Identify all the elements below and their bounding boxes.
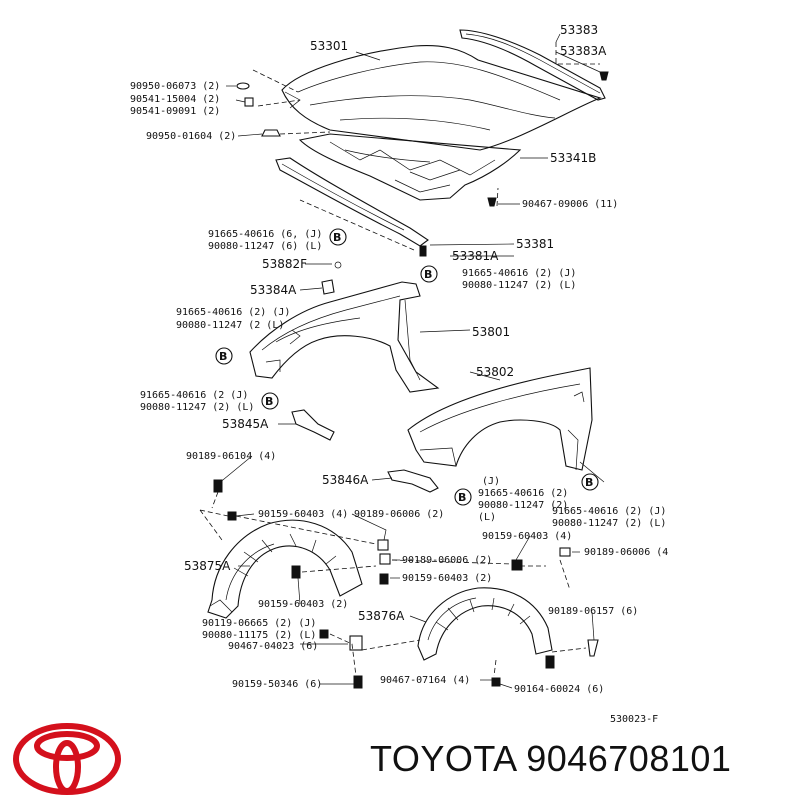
label-bracket-a: 53845A <box>222 417 269 431</box>
fastener-labels: 90950-06073 (2) 90541-15004 (2) 90541-09… <box>130 81 668 725</box>
toyota-logo-mark <box>13 723 121 795</box>
svg-text:91665-40616 (2) (J): 91665-40616 (2) (J) <box>462 268 576 279</box>
svg-text:B: B <box>333 231 341 244</box>
svg-text:90189-06006 (4: 90189-06006 (4 <box>584 547 668 558</box>
label-liner-rh: 53876A <box>358 609 405 623</box>
svg-text:B: B <box>265 395 273 408</box>
svg-text:90950-06073 (2): 90950-06073 (2) <box>130 81 220 92</box>
svg-text:90080-11175 (2) (L): 90080-11175 (2) (L) <box>202 630 316 641</box>
label-hood-insulator: 53341B <box>550 151 596 165</box>
fender-brackets-drawing <box>291 261 439 493</box>
part-labels: 53301 53383 53383A 53341B 53381 53381A 5… <box>184 23 607 623</box>
svg-text:B: B <box>458 491 466 504</box>
svg-text:91665-40616 (2) (J): 91665-40616 (2) (J) <box>176 307 290 318</box>
callout-b-4: B <box>261 392 279 410</box>
svg-text:90080-11247 (2) (L): 90080-11247 (2) (L) <box>140 402 254 413</box>
toyota-logo <box>13 723 121 795</box>
label-hood-front-seal-a: 53381A <box>452 249 499 263</box>
label-hood-front-seal: 53381 <box>516 237 554 251</box>
liner-rh-drawing <box>417 587 553 661</box>
svg-text:90467-07164 (4): 90467-07164 (4) <box>380 675 470 686</box>
hood-drawing <box>281 45 602 151</box>
svg-text:90189-06157 (6): 90189-06157 (6) <box>548 606 638 617</box>
callout-b-1: B <box>329 228 347 246</box>
svg-text:90159-60403 (2): 90159-60403 (2) <box>402 573 492 584</box>
dashed-guides <box>199 42 600 677</box>
svg-text:90080-11247 (2 (L): 90080-11247 (2 (L) <box>176 320 284 331</box>
brand-part-number: TOYOTA 9046708101 <box>370 738 732 779</box>
label-bracket-b: 53846A <box>322 473 369 487</box>
svg-text:90080-11247 (6) (L): 90080-11247 (6) (L) <box>208 241 322 252</box>
label-liner-lh: 53875A <box>184 559 231 573</box>
leader-lines <box>217 33 605 689</box>
svg-text:90467-09006 (11): 90467-09006 (11) <box>522 199 618 210</box>
callout-b-6: B <box>581 473 599 491</box>
fender-rh-drawing <box>407 367 593 471</box>
label-fender-lh: 53801 <box>472 325 510 339</box>
svg-text:90541-09091 (2): 90541-09091 (2) <box>130 106 220 117</box>
svg-text:90080-11247 (2) (L): 90080-11247 (2) (L) <box>462 280 576 291</box>
svg-text:90159-60403 (4): 90159-60403 (4) <box>482 531 572 542</box>
svg-text:91665-40616 (2 (J): 91665-40616 (2 (J) <box>140 390 248 401</box>
svg-text:91665-40616 (6, (J): 91665-40616 (6, (J) <box>208 229 322 240</box>
svg-text:90080-11247 (2): 90080-11247 (2) <box>478 500 568 511</box>
svg-text:90164-60024 (6): 90164-60024 (6) <box>514 684 604 695</box>
hood-seal-drawing <box>459 29 606 101</box>
svg-text:90950-01604 (2): 90950-01604 (2) <box>146 131 236 142</box>
svg-text:B: B <box>219 350 227 363</box>
hood-front-seal-drawing <box>275 157 429 247</box>
label-fender-cover: 53882F <box>262 257 307 271</box>
label-fender-bracket: 53384A <box>250 283 297 297</box>
callout-b-3: B <box>215 347 233 365</box>
label-fender-rh: 53802 <box>476 365 514 379</box>
svg-text:(L): (L) <box>478 512 496 523</box>
svg-text:90119-06665 (2) (J): 90119-06665 (2) (J) <box>202 618 316 629</box>
callout-b-2: B <box>420 265 438 283</box>
svg-text:90189-06006 (2): 90189-06006 (2) <box>354 509 444 520</box>
svg-text:90189-06006 (2): 90189-06006 (2) <box>402 555 492 566</box>
callout-b-5: B <box>454 488 472 506</box>
svg-text:90159-60403 (2): 90159-60403 (2) <box>258 599 348 610</box>
svg-text:(J): (J) <box>482 476 500 487</box>
liner-lh-drawing <box>207 519 363 619</box>
svg-text:90080-11247 (2) (L): 90080-11247 (2) (L) <box>552 518 666 529</box>
label-hood-seal-a: 53383A <box>560 44 607 58</box>
svg-text:90159-50346 (6): 90159-50346 (6) <box>232 679 322 690</box>
svg-text:91665-40616 (2) (J): 91665-40616 (2) (J) <box>552 506 666 517</box>
fastener-glyphs <box>213 71 609 689</box>
svg-text:B: B <box>585 476 593 489</box>
label-hood-seal: 53383 <box>560 23 598 37</box>
svg-text:90541-15004 (2): 90541-15004 (2) <box>130 94 220 105</box>
svg-text:90189-06104 (4): 90189-06104 (4) <box>186 451 276 462</box>
diagram-code: 530023-F <box>610 714 658 725</box>
svg-text:B: B <box>424 268 432 281</box>
fender-lh-drawing <box>249 281 440 393</box>
svg-text:90467-04023 (6): 90467-04023 (6) <box>228 641 318 652</box>
svg-text:90159-60403 (4): 90159-60403 (4) <box>258 509 348 520</box>
svg-text:91665-40616 (2): 91665-40616 (2) <box>478 488 568 499</box>
label-hood: 53301 <box>310 39 348 53</box>
hood-insulator-drawing <box>298 133 522 201</box>
